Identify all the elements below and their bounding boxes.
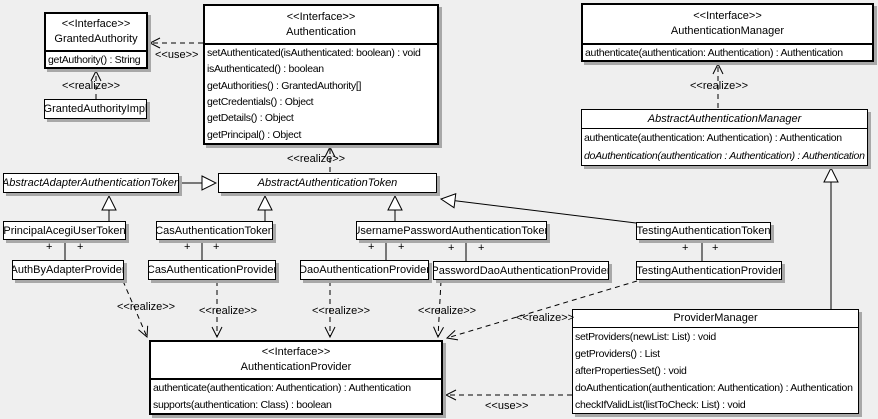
class-name: AuthenticationProvider: [240, 361, 352, 373]
realize-label: <<realize>>: [199, 305, 258, 317]
realize-label: <<realize>>: [690, 80, 749, 92]
method: getAuthority() : String: [48, 53, 141, 66]
assoc-end-plus: +: [184, 241, 191, 253]
class-cas-authentication-token: CasAuthenticationToken: [156, 221, 273, 240]
class-name: CasAuthenticationProvider: [149, 264, 275, 276]
class-authentication: <<Interface>> Authentication setAuthenti…: [203, 4, 439, 145]
class-name: PasswordDaoAuthenticationProvider: [434, 264, 608, 277]
class-password-dao-authentication-provider: PasswordDaoAuthenticationProvider: [433, 261, 609, 280]
method: authenticate(authentication: Authenticat…: [153, 382, 411, 395]
assoc-end-plus: +: [398, 241, 405, 253]
stereotype-label: <<Interface>>: [286, 10, 356, 23]
class-authentication-manager: <<Interface>> AuthenticationManager auth…: [581, 3, 874, 62]
class-name: Authentication: [286, 25, 356, 38]
class-name: TestingAuthenticationToken: [637, 225, 770, 237]
method: doAuthentication(authentication : Authen…: [584, 150, 865, 162]
class-name: GrantedAuthorityImpl: [45, 103, 146, 115]
class-abstract-authentication-token: AbstractAuthenticationToken: [218, 173, 437, 193]
class-cas-authentication-provider: CasAuthenticationProvider: [148, 260, 276, 280]
class-name: AbstractAdapterAuthenticationToken: [4, 177, 178, 189]
method: getDetails() : Object: [207, 112, 294, 125]
class-name: AuthByAdapterProvider: [13, 264, 123, 276]
class-name: AuthenticationManager: [670, 25, 785, 37]
class-testing-authentication-token: TestingAuthenticationToken: [636, 222, 771, 240]
class-abstract-adapter-authentication-token: AbstractAdapterAuthenticationToken: [3, 173, 179, 193]
method: supports(authentication: Class) : boolea…: [153, 398, 332, 411]
assoc-end-plus: +: [478, 242, 485, 254]
class-username-password-authentication-token: UsernamePasswordAuthenticationToken: [356, 221, 547, 240]
method: setAuthenticated(isAuthenticated: boolea…: [207, 47, 421, 60]
assoc-end-plus: +: [368, 241, 375, 253]
class-testing-authentication-provider: TestingAuthenticationProvider: [636, 261, 782, 280]
class-granted-authority-impl: GrantedAuthorityImpl: [44, 99, 147, 119]
stereotype-label: <<Interface>>: [693, 10, 762, 22]
method: doAuthentication(authentication: Authent…: [575, 381, 853, 394]
use-label: <<use>>: [155, 49, 199, 61]
gen-testingtoken-to-abstract-token: [441, 199, 637, 224]
realize-authbyadapter-provider: [122, 280, 147, 337]
realize-label: <<realize>>: [418, 305, 477, 317]
method: getAuthorities() : GrantedAuthority[]: [207, 79, 362, 92]
assoc-end-plus: +: [46, 241, 53, 253]
method: checkIfValidList(listToCheck: List) : vo…: [575, 398, 746, 411]
assoc-end-plus: +: [77, 241, 84, 253]
use-label: <<use>>: [485, 400, 529, 412]
class-name: DaoAuthenticationProvider: [301, 264, 428, 276]
assoc-end-plus: +: [712, 242, 719, 254]
class-principal-acegi-user-token: PrincipalAcegiUserToken: [3, 221, 126, 240]
class-authentication-provider: <<Interface>> AuthenticationProvider aut…: [149, 340, 443, 415]
class-name: TestingAuthenticationProvider: [637, 264, 781, 277]
realize-label: <<realize>>: [516, 312, 575, 324]
assoc-end-plus: +: [213, 241, 220, 253]
class-name: CasAuthenticationToken: [157, 224, 272, 237]
class-auth-by-adapter-provider: AuthByAdapterProvider: [12, 260, 124, 280]
class-abstract-authentication-manager: AbstractAuthenticationManager authentica…: [581, 109, 868, 166]
class-granted-authority: <<Interface>> GrantedAuthority getAuthor…: [44, 12, 148, 69]
method: getProviders() : List: [575, 347, 660, 360]
class-provider-manager: ProviderManager setProviders(newList: Li…: [572, 309, 859, 414]
realize-label: <<realize>>: [287, 153, 346, 165]
method: afterPropertiesSet() : void: [575, 364, 687, 377]
method: setProviders(newList: List) : void: [575, 330, 716, 343]
assoc-end-plus: +: [682, 242, 689, 254]
assoc-end-plus: +: [448, 242, 455, 254]
stereotype-label: <<Interface>>: [61, 18, 131, 30]
realize-testingprovider-provider: [447, 280, 638, 338]
realize-label: <<realize>>: [117, 301, 176, 313]
class-name: AbstractAuthenticationManager: [647, 112, 802, 125]
method: authenticate(authentication: Authenticat…: [585, 46, 843, 59]
class-name: UsernamePasswordAuthenticationToken: [357, 224, 546, 237]
method: authenticate(authentication: Authenticat…: [584, 132, 842, 144]
realize-passworddao-provider: [438, 280, 441, 337]
class-name: AbstractAuthenticationToken: [257, 177, 398, 189]
class-name: ProviderManager: [673, 312, 758, 324]
class-dao-authentication-provider: DaoAuthenticationProvider: [300, 260, 429, 280]
class-name: GrantedAuthority: [54, 33, 138, 45]
stereotype-label: <<Interface>>: [261, 346, 331, 358]
method: isAuthenticated() : boolean: [207, 63, 324, 76]
realize-label: <<realize>>: [312, 305, 371, 317]
method: getCredentials() : Object: [207, 96, 314, 109]
method: getPrincipal() : Object: [207, 128, 302, 141]
realize-label: <<realize>>: [62, 80, 121, 92]
class-name: PrincipalAcegiUserToken: [4, 224, 125, 237]
